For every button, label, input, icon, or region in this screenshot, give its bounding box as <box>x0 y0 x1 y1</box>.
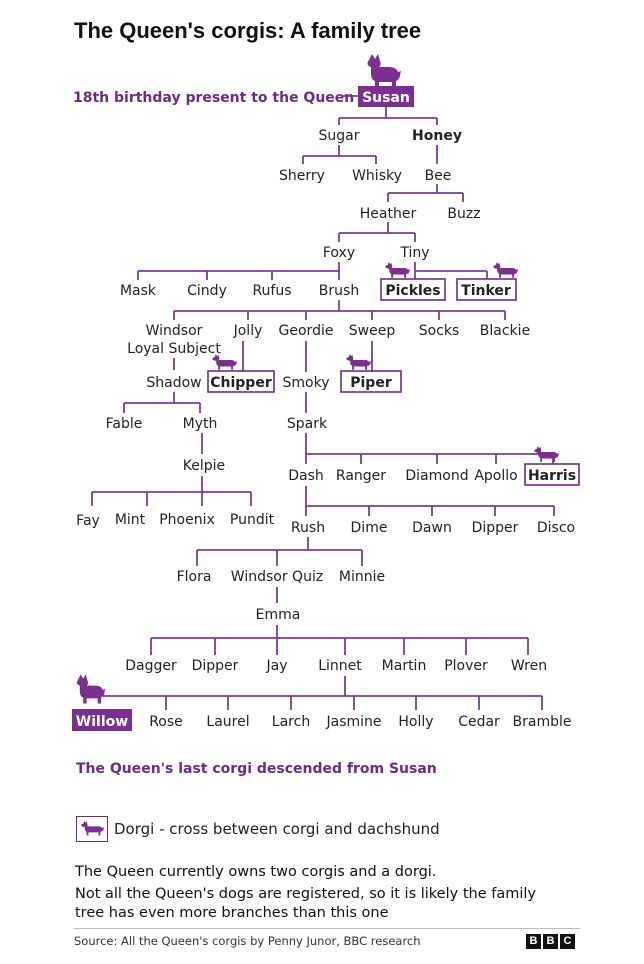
dog-pundit: Pundit <box>230 512 275 528</box>
dog-dipper-2: Dipper <box>192 658 239 674</box>
dog-socks: Socks <box>419 323 460 339</box>
dog-disco: Disco <box>537 520 575 536</box>
dog-willow: Willow <box>76 714 128 730</box>
dog-blackie: Blackie <box>480 323 530 339</box>
dog-rush: Rush <box>291 520 325 536</box>
dog-cedar: Cedar <box>458 714 500 730</box>
chart-title: The Queen's corgis: A family tree <box>74 18 422 43</box>
dog-diamond: Diamond <box>405 468 468 484</box>
willow-highlight <box>72 709 132 731</box>
note-line-3: tree has even more branches than this on… <box>75 905 389 921</box>
dog-chipper: Chipper <box>210 375 272 391</box>
dog-fay: Fay <box>76 513 100 529</box>
dog-susan: Susan <box>362 90 410 106</box>
dog-mint: Mint <box>115 512 146 528</box>
dog-dash: Dash <box>288 468 324 484</box>
dorgi-box-piper <box>340 370 402 393</box>
dog-rose: Rose <box>149 714 183 730</box>
corgi-icon <box>76 674 106 704</box>
dorgi-box-tinker <box>456 278 517 301</box>
note-line-2: Not all the Queen's dogs are registered,… <box>75 886 536 902</box>
dorgi-icon <box>346 354 371 370</box>
dog-linnet: Linnet <box>318 658 362 674</box>
bbc-logo-letter: B <box>543 934 558 949</box>
dog-heather: Heather <box>360 206 417 222</box>
dog-piper: Piper <box>350 375 392 391</box>
dog-fable: Fable <box>106 416 143 432</box>
dog-sherry: Sherry <box>279 168 325 184</box>
dorgi-icon <box>212 354 237 370</box>
dog-emma: Emma <box>256 607 301 623</box>
dog-tinker: Tinker <box>461 283 511 299</box>
dog-jay: Jay <box>266 658 288 674</box>
dog-tiny: Tiny <box>399 245 429 261</box>
dog-windsor: Windsor <box>146 323 203 339</box>
dorgi-box-pickles <box>380 278 446 301</box>
dog-phoenix: Phoenix <box>159 512 215 528</box>
dog-smoky: Smoky <box>283 375 330 391</box>
dog-pickles: Pickles <box>385 283 440 299</box>
dog-honey: Honey <box>412 128 462 144</box>
dog-spark: Spark <box>287 416 328 432</box>
willow-annotation: The Queen's last corgi descended from Su… <box>76 761 437 777</box>
dog-cindy: Cindy <box>187 283 227 299</box>
dog-bramble: Bramble <box>513 714 572 730</box>
dorgi-box-harris <box>524 463 580 486</box>
note-line-1: The Queen currently owns two corgis and … <box>75 864 437 880</box>
dog-martin: Martin <box>382 658 427 674</box>
dorgi-icon <box>76 816 108 842</box>
dog-buzz: Buzz <box>447 206 480 222</box>
dog-windsor-quiz: Windsor Quiz <box>231 569 323 585</box>
dog-sweep: Sweep <box>349 323 396 339</box>
family-tree: Susan 18th birthday present to the Queen… <box>72 54 580 777</box>
dog-harris: Harris <box>528 468 576 484</box>
susan-annotation: 18th birthday present to the Queen <box>73 90 354 106</box>
dog-mask: Mask <box>120 283 157 299</box>
dog-jolly: Jolly <box>233 323 263 339</box>
legend-text: Dorgi - cross between corgi and dachshun… <box>114 820 440 838</box>
bbc-logo-letter: B <box>526 934 541 949</box>
dog-rufus: Rufus <box>252 283 291 299</box>
corgi-icon <box>367 54 401 88</box>
dog-shadow: Shadow <box>146 375 201 391</box>
dog-kelpie: Kelpie <box>183 458 225 474</box>
dog-foxy: Foxy <box>323 245 355 261</box>
footer-divider <box>74 928 580 929</box>
dog-laurel: Laurel <box>206 714 249 730</box>
dog-ranger: Ranger <box>336 468 386 484</box>
dog-dipper: Dipper <box>472 520 519 536</box>
dog-bee: Bee <box>425 168 452 184</box>
dorgi-icon <box>385 262 410 278</box>
dog-plover: Plover <box>444 658 488 674</box>
dog-dagger: Dagger <box>125 658 177 674</box>
dog-apollo: Apollo <box>474 468 517 484</box>
dog-jasmine: Jasmine <box>325 714 381 730</box>
source-text: Source: All the Queen's corgis by Penny … <box>74 934 421 948</box>
dog-geordie: Geordie <box>279 323 334 339</box>
dorgi-icon <box>493 262 518 278</box>
susan-highlight <box>358 86 414 107</box>
dog-brush: Brush <box>319 283 359 299</box>
bbc-logo-letter: C <box>560 934 575 949</box>
dog-dawn: Dawn <box>412 520 452 536</box>
legend: Dorgi - cross between corgi and dachshun… <box>76 816 596 846</box>
dog-myth: Myth <box>183 416 218 432</box>
dog-wren: Wren <box>511 658 547 674</box>
dog-larch: Larch <box>272 714 310 730</box>
dog-whisky: Whisky <box>352 168 402 184</box>
bbc-logo: B B C <box>526 934 575 949</box>
dog-flora: Flora <box>177 569 212 585</box>
dog-holly: Holly <box>398 714 433 730</box>
dog-sugar: Sugar <box>319 128 360 144</box>
dorgi-box-chipper <box>207 370 275 393</box>
dog-loyal-subject: Loyal Subject <box>127 341 221 357</box>
dog-dime: Dime <box>351 520 388 536</box>
dog-minnie: Minnie <box>339 569 385 585</box>
